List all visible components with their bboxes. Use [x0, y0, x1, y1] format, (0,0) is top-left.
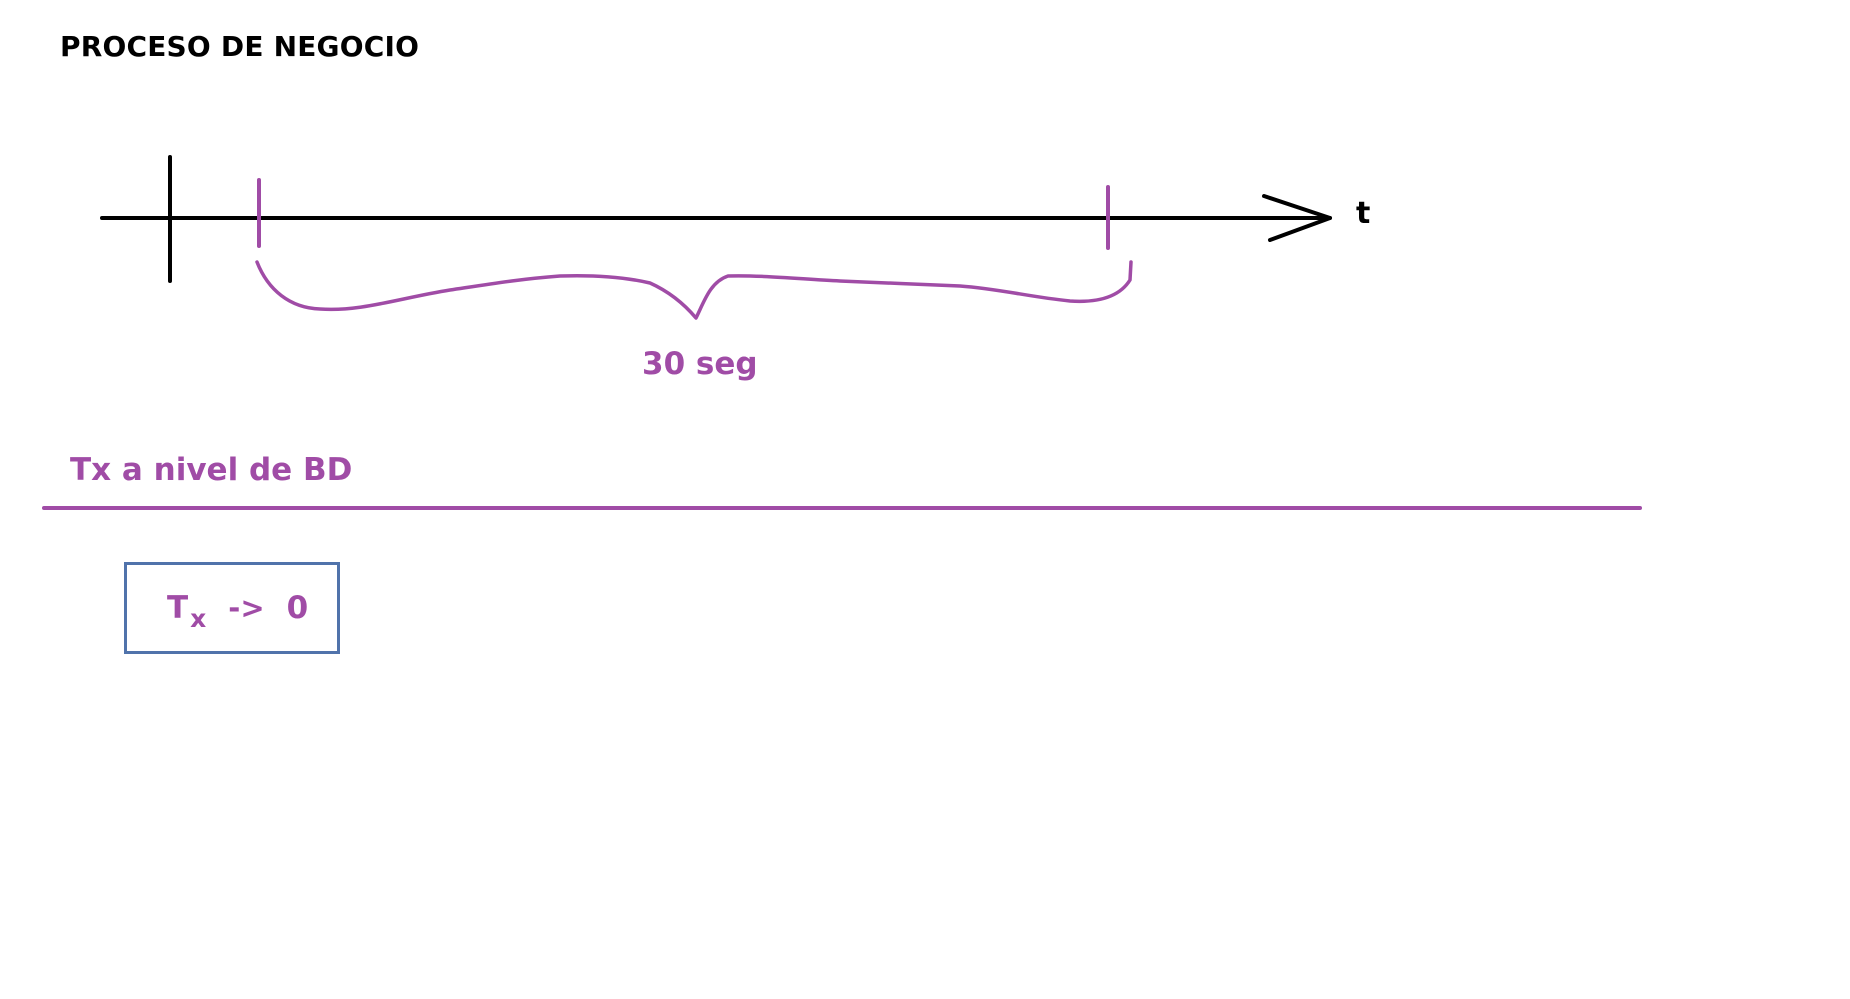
- formula-subscript: x: [190, 603, 207, 633]
- page-title: PROCESO DE NEGOCIO: [60, 30, 420, 63]
- formula-target: 0: [286, 590, 309, 626]
- interval-brace: [255, 260, 1133, 320]
- time-axis-arrowhead: [1262, 194, 1332, 242]
- time-axis-label: t: [1356, 196, 1371, 231]
- duration-label: 30 seg: [642, 346, 758, 382]
- section-label: Tx a nivel de BD: [70, 452, 353, 488]
- formula-base: T: [167, 590, 189, 626]
- formula-arrow: ->: [228, 591, 265, 625]
